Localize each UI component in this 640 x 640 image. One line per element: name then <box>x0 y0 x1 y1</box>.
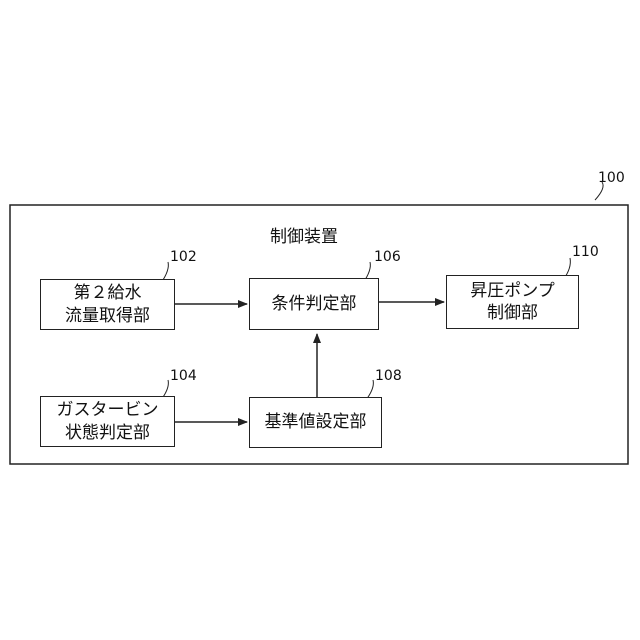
ref-106: 106 <box>374 249 401 265</box>
block-label-line-1: 基準値設定部 <box>265 411 367 433</box>
block-label-line-2: 流量取得部 <box>65 305 150 327</box>
block-label-line-1: ガスタービン <box>57 399 159 421</box>
block-label-line-1: 条件判定部 <box>272 293 357 315</box>
ref-102: 102 <box>170 249 197 265</box>
block-gas-turbine-state-judgment: ガスタービン 状態判定部 <box>40 396 175 447</box>
block-booster-pump-control: 昇圧ポンプ 制御部 <box>446 275 579 329</box>
block-condition-judgment: 条件判定部 <box>249 278 379 330</box>
ref-108: 108 <box>375 368 402 384</box>
block-label-line-2: 状態判定部 <box>65 422 150 444</box>
block-label-line-2: 制御部 <box>487 302 538 324</box>
block-label-line-1: 第２給水 <box>74 282 142 304</box>
ref-110: 110 <box>572 244 599 260</box>
block-reference-value-setting: 基準値設定部 <box>249 397 382 448</box>
ref-100: 100 <box>598 170 625 186</box>
block-label-line-1: 昇圧ポンプ <box>470 280 555 302</box>
ref-104: 104 <box>170 368 197 384</box>
container-title: 制御装置 <box>270 222 338 247</box>
block-second-feedwater-flow-acquisition: 第２給水 流量取得部 <box>40 279 175 330</box>
